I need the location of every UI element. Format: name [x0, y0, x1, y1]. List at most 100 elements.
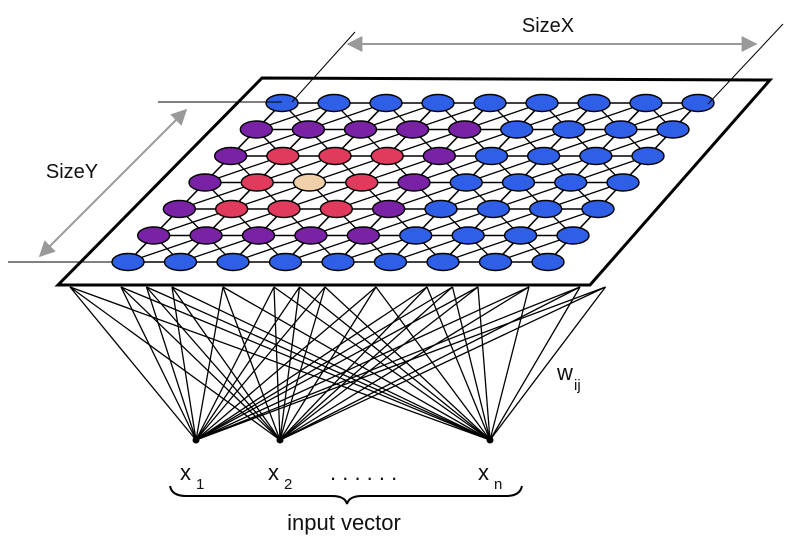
weight-connection — [120, 286, 491, 441]
neuron — [317, 93, 351, 113]
weight-connection — [324, 286, 491, 441]
weight-connection — [195, 286, 581, 441]
weight-connection — [145, 286, 197, 441]
neuron — [213, 146, 248, 166]
weight-connection — [222, 286, 281, 441]
input-node — [192, 436, 200, 444]
neuron — [449, 173, 483, 192]
weight-connection — [195, 286, 377, 441]
neuron — [321, 252, 355, 272]
neuron — [476, 199, 511, 219]
neuron — [343, 120, 378, 139]
weight-connection — [195, 286, 479, 441]
neuron — [556, 226, 590, 245]
neuron — [216, 252, 250, 272]
neuron — [214, 199, 249, 219]
neuron — [268, 252, 303, 272]
weight-connection — [69, 286, 491, 441]
input-labels: x 1 x 2 . . . . . . x n — [180, 460, 502, 493]
neuron — [291, 120, 326, 139]
weight-connection — [69, 286, 197, 441]
neuron — [451, 226, 485, 245]
input-node — [486, 436, 494, 444]
weight-connection — [279, 286, 326, 441]
neuron — [397, 173, 431, 192]
weight-connection — [195, 286, 224, 441]
weight-connection — [195, 286, 301, 441]
neuron — [265, 93, 299, 113]
weight-connection — [195, 286, 275, 441]
input-x2-sub: 2 — [284, 476, 292, 493]
weight-connection — [195, 286, 530, 441]
neuron — [424, 199, 458, 219]
weight-connection — [120, 286, 197, 441]
input-node — [276, 436, 284, 444]
weight-connection — [273, 286, 281, 441]
weight-connection — [195, 286, 453, 441]
weight-connection — [279, 286, 428, 441]
size-x-dimension: SizeX — [291, 15, 784, 105]
neuron — [604, 120, 638, 139]
neuron — [421, 93, 455, 113]
neuron — [579, 146, 613, 166]
neuron — [162, 199, 197, 219]
neuron — [656, 120, 690, 139]
neuron — [631, 146, 665, 166]
weight-connection — [489, 286, 530, 441]
weight-connection — [489, 286, 581, 441]
input-vector-caption: input vector — [287, 510, 401, 535]
neuron — [395, 120, 430, 139]
neuron — [266, 146, 300, 166]
neuron — [503, 226, 538, 245]
neuron — [606, 173, 640, 192]
size-y-dimension: SizeY — [8, 101, 282, 263]
weight-connection — [146, 286, 491, 441]
neuron — [474, 146, 509, 166]
neuron — [346, 226, 381, 245]
weight-connection — [195, 286, 326, 441]
weight-label: w ij — [556, 360, 581, 394]
weight-connection — [171, 286, 197, 441]
winner-neuron — [292, 173, 327, 192]
neuron — [163, 252, 198, 272]
neuron — [526, 146, 561, 166]
input-brace — [169, 485, 523, 505]
neuron — [371, 199, 406, 219]
weight-connection — [171, 286, 491, 441]
neuron — [240, 173, 274, 192]
neuron — [447, 120, 482, 139]
neuron — [528, 199, 563, 219]
neuron — [531, 252, 565, 272]
weight-connection — [69, 286, 281, 441]
neuron — [189, 226, 223, 245]
input-x1-sub: 1 — [196, 476, 204, 493]
weight-connection — [146, 286, 281, 441]
neuron — [241, 226, 276, 245]
neuron — [370, 146, 404, 166]
input-x1: x — [180, 460, 191, 485]
weight-connection — [120, 286, 281, 441]
weight-connection — [299, 286, 491, 441]
neuron — [294, 226, 328, 245]
neuron — [554, 173, 588, 192]
weight-connection — [489, 286, 607, 441]
weight-symbol: w — [556, 360, 573, 385]
neuron — [501, 173, 536, 192]
neuron — [136, 226, 171, 245]
weight-connection — [426, 286, 491, 441]
weight-connection — [375, 286, 491, 441]
neuron — [239, 120, 274, 139]
neuron — [318, 146, 352, 166]
neuron — [581, 199, 615, 219]
weight-connection — [195, 286, 428, 441]
neuron — [373, 252, 408, 272]
weight-connection — [279, 286, 606, 441]
weight-connection — [451, 286, 491, 441]
neuron — [399, 226, 433, 245]
weight-connection — [171, 286, 281, 441]
neuron — [629, 93, 663, 113]
weight-connection — [279, 286, 581, 441]
neuron — [478, 252, 513, 272]
weight-connections — [69, 286, 607, 441]
